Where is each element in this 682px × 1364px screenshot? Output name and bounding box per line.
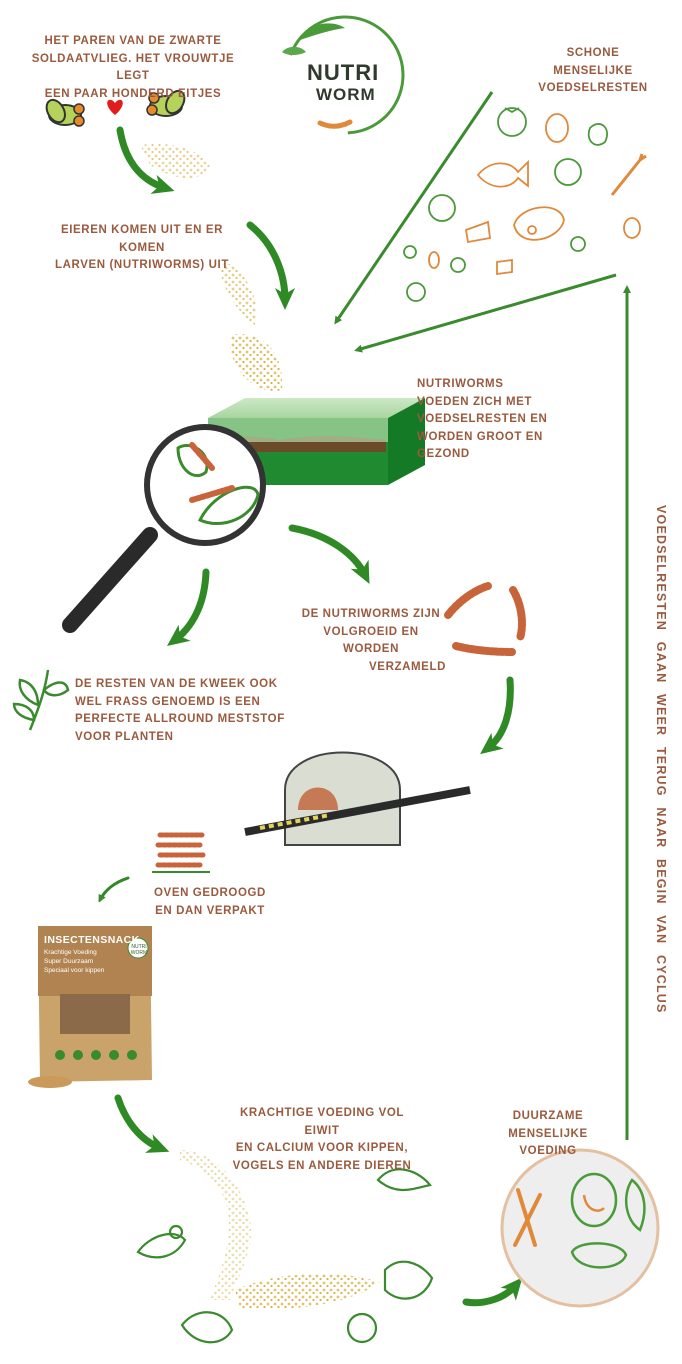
label-line: EEN PAAR HONDERD EITJES bbox=[44, 87, 222, 100]
label-line: OVEN GEDROOGD bbox=[154, 887, 266, 899]
label-line: EN DAN VERPAKT bbox=[155, 904, 265, 917]
label-line: PERFECTE ALLROUND MESTSTOF bbox=[75, 713, 285, 725]
human-food-plate bbox=[500, 1148, 660, 1308]
label-line: WEL FRASS GENOEMD IS EEN bbox=[75, 695, 261, 708]
dried-larvae-icon bbox=[155, 832, 207, 868]
magnifier bbox=[62, 424, 266, 633]
logo-word-worm: WORM bbox=[316, 85, 376, 104]
label-line: VOOR PLANTEN bbox=[75, 730, 174, 743]
logo-word-nutri: NUTRI bbox=[307, 60, 380, 85]
label-line: VOLGROEID EN WORDEN bbox=[323, 625, 419, 656]
label-oven: OVEN GEDROOGD EN DAN VERPAKT bbox=[150, 885, 270, 920]
label-line: HET PAREN VAN DE ZWARTE bbox=[44, 35, 222, 47]
label-line: SCHONE bbox=[566, 47, 620, 59]
package-subtitle-2: Super Duurzaam bbox=[44, 958, 94, 965]
label-feed: KRACHTIGE VOEDING VOL EIWIT EN CALCIUM V… bbox=[222, 1105, 422, 1175]
label-mating: HET PAREN VAN DE ZWARTE SOLDAATVLIEG. HE… bbox=[28, 33, 238, 103]
label-hatching: EIEREN KOMEN UIT EN ER KOMEN LARVEN (NUT… bbox=[42, 222, 242, 275]
label-line: DE RESTEN VAN DE KWEEK OOK bbox=[75, 678, 278, 690]
label-harvest: DE NUTRIWORMS ZIJN VOLGROEID EN WORDEN V… bbox=[296, 606, 446, 676]
food-waste-icons bbox=[403, 107, 647, 302]
label-line: VOEDSELRESTEN EN bbox=[417, 413, 548, 425]
flow-arrows bbox=[98, 126, 523, 1307]
label-line: VOEDING bbox=[519, 1145, 577, 1157]
package-title: INSECTENSNACK bbox=[44, 934, 140, 946]
label-line: VOEDEN ZICH MET bbox=[417, 395, 533, 408]
animal-icons bbox=[136, 1168, 434, 1344]
plant-icon bbox=[12, 669, 70, 731]
label-line: MENSELIJKE bbox=[553, 64, 633, 77]
cycle-label: VOEDSELRESTEN GAAN WEER TERUG NAAR BEGIN… bbox=[648, 505, 672, 1014]
label-line: WORDEN GROOT EN bbox=[417, 430, 543, 443]
flies-illustration bbox=[45, 89, 186, 127]
label-line: GEZOND bbox=[417, 448, 470, 460]
label-line: VOEDSELRESTEN bbox=[538, 82, 648, 94]
eggs-dots bbox=[140, 143, 283, 391]
larvae-icons bbox=[444, 582, 526, 656]
label-line: KRACHTIGE VOEDING VOL EIWIT bbox=[239, 1107, 405, 1137]
label-line: EN CALCIUM VOOR KIPPEN, bbox=[235, 1142, 409, 1154]
label-food-waste: SCHONE MENSELIJKE VOEDSELRESTEN bbox=[528, 45, 658, 98]
product-package bbox=[28, 926, 152, 1088]
logo bbox=[282, 15, 405, 135]
label-line: VERZAMELD bbox=[369, 660, 446, 673]
label-feeding: NUTRIWORMS VOEDEN ZICH MET VOEDSELRESTEN… bbox=[417, 376, 567, 464]
label-line: NUTRIWORMS bbox=[417, 378, 504, 390]
label-line: EIEREN KOMEN UIT EN ER KOMEN bbox=[60, 224, 224, 254]
feed-dots bbox=[180, 1150, 380, 1310]
label-line: LARVEN (NUTRIWORMS) UIT bbox=[55, 259, 229, 271]
label-line: MENSELIJKE bbox=[508, 1127, 588, 1140]
label-line: SOLDAATVLIEG. HET VROUWTJE LEGT bbox=[31, 52, 235, 83]
label-human-food: DUURZAME MENSELIJKE VOEDING bbox=[498, 1108, 598, 1161]
waste-arrows bbox=[334, 91, 631, 1140]
label-line: VOGELS EN ANDERE DIEREN bbox=[232, 1159, 412, 1172]
package-subtitle-3: Speciaal voor kippen bbox=[44, 967, 105, 974]
label-line: DE NUTRIWORMS ZIJN bbox=[301, 608, 441, 620]
label-frass: DE RESTEN VAN DE KWEEK OOK WEL FRASS GEN… bbox=[75, 676, 295, 746]
package-brand: NUTRI WORM bbox=[130, 944, 148, 956]
cycle-text: VOEDSELRESTEN GAAN WEER TERUG NAAR BEGIN… bbox=[654, 505, 668, 1014]
label-line: DUURZAME bbox=[512, 1110, 584, 1122]
package-subtitle-1: Krachtige Voeding bbox=[44, 949, 97, 956]
drying-oven bbox=[244, 751, 471, 846]
